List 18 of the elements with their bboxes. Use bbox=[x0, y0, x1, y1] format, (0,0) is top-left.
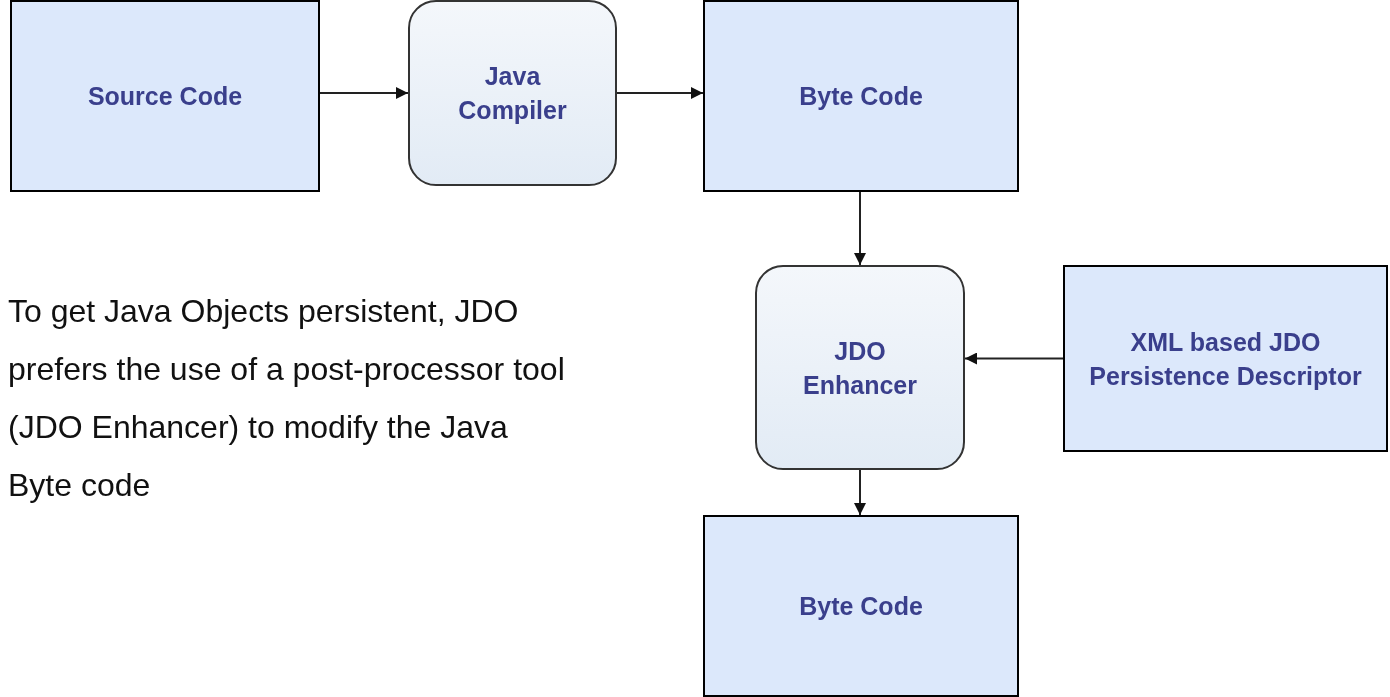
node-label: XML based JDO Persistence Descriptor bbox=[1088, 326, 1363, 392]
node-label: JDO Enhancer bbox=[802, 335, 918, 401]
arrow bbox=[319, 87, 409, 99]
arrow bbox=[964, 352, 1064, 365]
node-label: Java Compiler bbox=[457, 61, 568, 126]
process-rounded-box bbox=[408, 0, 617, 186]
process-box bbox=[1063, 265, 1388, 452]
process-box bbox=[703, 515, 1019, 697]
node-label: Byte Code bbox=[799, 81, 923, 112]
arrow bbox=[616, 87, 704, 99]
process-box bbox=[10, 0, 320, 192]
node-label: Source Code bbox=[87, 81, 243, 112]
process-box bbox=[703, 0, 1019, 192]
arrow bbox=[854, 469, 866, 516]
arrow bbox=[854, 191, 866, 266]
description-text: To get Java Objects persistent, JDO prefers the use of a post-processor tool (JDO Enhancer) to modify the Java Byte code bbox=[8, 292, 566, 505]
process-rounded-box bbox=[755, 265, 965, 470]
node-label: Byte Code bbox=[799, 591, 923, 622]
